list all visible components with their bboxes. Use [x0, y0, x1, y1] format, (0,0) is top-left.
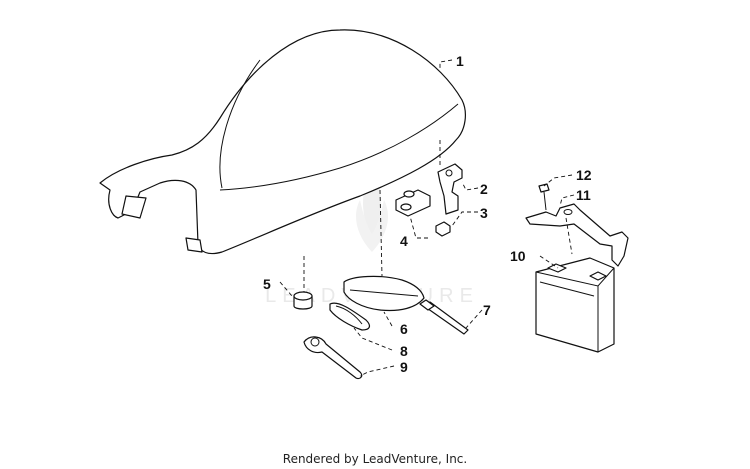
bolt-drawing	[538, 183, 550, 211]
battery-strap-drawing	[525, 203, 629, 267]
footer-credit: Rendered by LeadVenture, Inc.	[282, 452, 468, 466]
callout-9: 9	[400, 359, 408, 375]
callout-12: 12	[576, 167, 592, 183]
callout-8: 8	[400, 343, 408, 359]
callout-11: 11	[576, 187, 591, 203]
latch-bracket-drawing	[395, 189, 431, 217]
callout-10: 10	[510, 248, 526, 264]
battery-drawing	[535, 257, 615, 353]
callout-5: 5	[263, 276, 271, 292]
rubber-bumper-drawing	[293, 291, 313, 310]
hold-down-rod-drawing	[419, 299, 469, 335]
callout-3: 3	[480, 205, 488, 221]
nut-drawing	[435, 221, 451, 237]
callout-2: 2	[480, 181, 488, 197]
callout-6: 6	[400, 321, 408, 337]
callouts: 1 2 3 4 5 6 7 8 9 10 11 12	[263, 53, 592, 375]
callout-4: 4	[400, 233, 408, 249]
callout-1: 1	[456, 53, 464, 69]
callout-7: 7	[483, 302, 491, 318]
leader-lines	[279, 59, 575, 377]
rubber-band-drawing	[329, 302, 371, 331]
spanner-wrench-drawing	[303, 336, 363, 380]
seat-latch-drawing	[437, 163, 463, 215]
tool-tray-drawing	[343, 275, 425, 312]
seat-drawing	[99, 29, 466, 255]
